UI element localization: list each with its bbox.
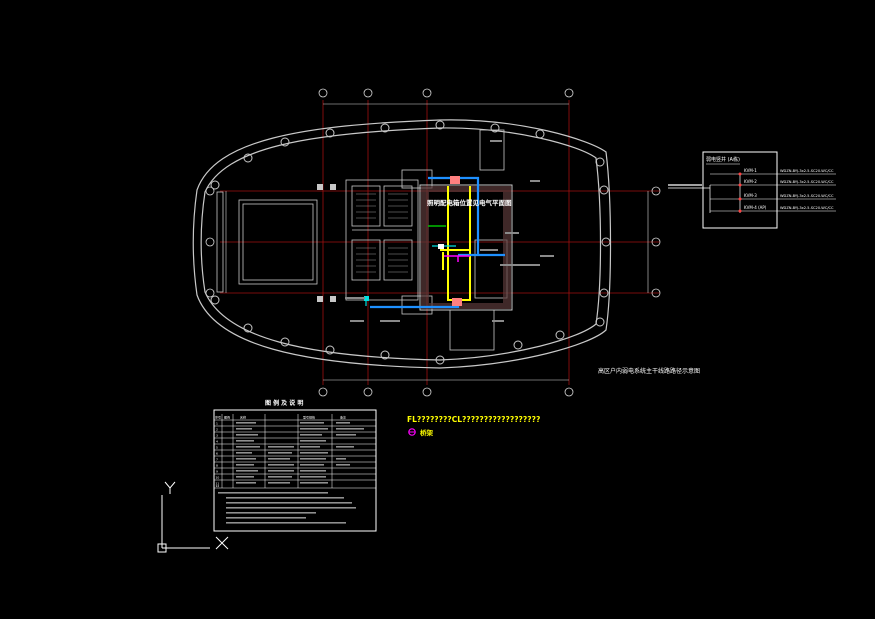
note-symbol-label: 桥架: [420, 428, 434, 437]
legend-row-no: 3: [216, 434, 218, 438]
legend-header-no: 序号: [215, 415, 221, 420]
legend-row-no: 12: [216, 484, 220, 488]
room-tags: [345, 140, 554, 322]
grid-bubbles-top: [318, 88, 574, 98]
interior-columns: [317, 184, 336, 302]
legend-row-no: 9: [216, 470, 218, 474]
plan-caption: 高区户内弱电系统主干线路路径示意图: [598, 367, 700, 375]
grid-bubbles-right: [651, 186, 661, 298]
equipment-markers: [364, 176, 462, 306]
riser-detail: 弱电竖井 (A栋) KVM-1 KVM-2 KVM-3 KVM-4 (AP) W…: [668, 151, 836, 229]
core-wall-hatch: [421, 186, 511, 309]
legend-row-no: 5: [216, 446, 218, 450]
structural-grid: [220, 100, 660, 385]
note-line: FL????????CL??????????????????: [407, 415, 540, 424]
note-symbol: 桥架: [408, 428, 434, 437]
legend-row-no: 11: [216, 482, 220, 486]
riser-line-1: KVM-1: [744, 168, 757, 173]
legend-header-symbol: 图例: [224, 415, 230, 420]
ucs-icon: [157, 481, 229, 553]
atrium-void: [216, 191, 318, 293]
riser-line-4: KVM-4 (AP): [744, 205, 767, 210]
legend-header-spec: 型号规格: [303, 415, 315, 420]
legend-row-no: 10: [216, 476, 220, 480]
riser-title: 弱电竖井 (A栋): [706, 156, 740, 163]
grid-bubbles-left: [205, 186, 215, 298]
riser-route-4: WDZN-BYJ-3x2.5-SC20-WC/CC: [780, 206, 834, 210]
riser-line-3: KVM-3: [744, 193, 757, 198]
riser-route-1: WDZN-BYJ-3x2.5-SC20-WC/CC: [780, 169, 834, 173]
cable-route-blue: [370, 176, 505, 309]
legend-table: 图 例 及 说 明 序号 图例 名称 型号规格 备注 1: [213, 399, 377, 532]
legend-row-no: 1: [216, 422, 218, 426]
building-core: [345, 129, 513, 351]
legend-header-remark: 备注: [340, 415, 346, 420]
riser-line-2: KVM-2: [744, 179, 757, 184]
building-outline: [192, 119, 612, 369]
core-note: 照明配电箱位置见电气平面图: [427, 198, 512, 207]
legend-cell-marks: [218, 422, 364, 524]
dimension-lines: [225, 103, 649, 381]
grid-bubbles-bottom: [318, 387, 574, 397]
cable-tray-symbol-icon: [408, 428, 416, 436]
legend-row-no: 2: [216, 428, 218, 432]
perimeter-columns: [210, 120, 611, 365]
legend-row-no: 8: [216, 464, 218, 468]
legend-row-no: 6: [216, 452, 218, 456]
legend-row-no: 7: [216, 458, 218, 462]
riser-route-3: WDZN-BYJ-3x2.5-SC20-WC/CC: [780, 194, 834, 198]
legend-header-name: 名称: [240, 415, 246, 420]
legend-title: 图 例 及 说 明: [265, 399, 303, 407]
stair-hatch: [356, 193, 408, 273]
legend-row-numbers: 1 2 3 4 5 6 7 8 9 10 11 12: [216, 422, 220, 488]
riser-route-2: WDZN-BYJ-3x2.5-SC20-WC/CC: [780, 180, 834, 184]
legend-row-no: 4: [216, 440, 218, 444]
cable-route-magenta: [444, 255, 470, 262]
